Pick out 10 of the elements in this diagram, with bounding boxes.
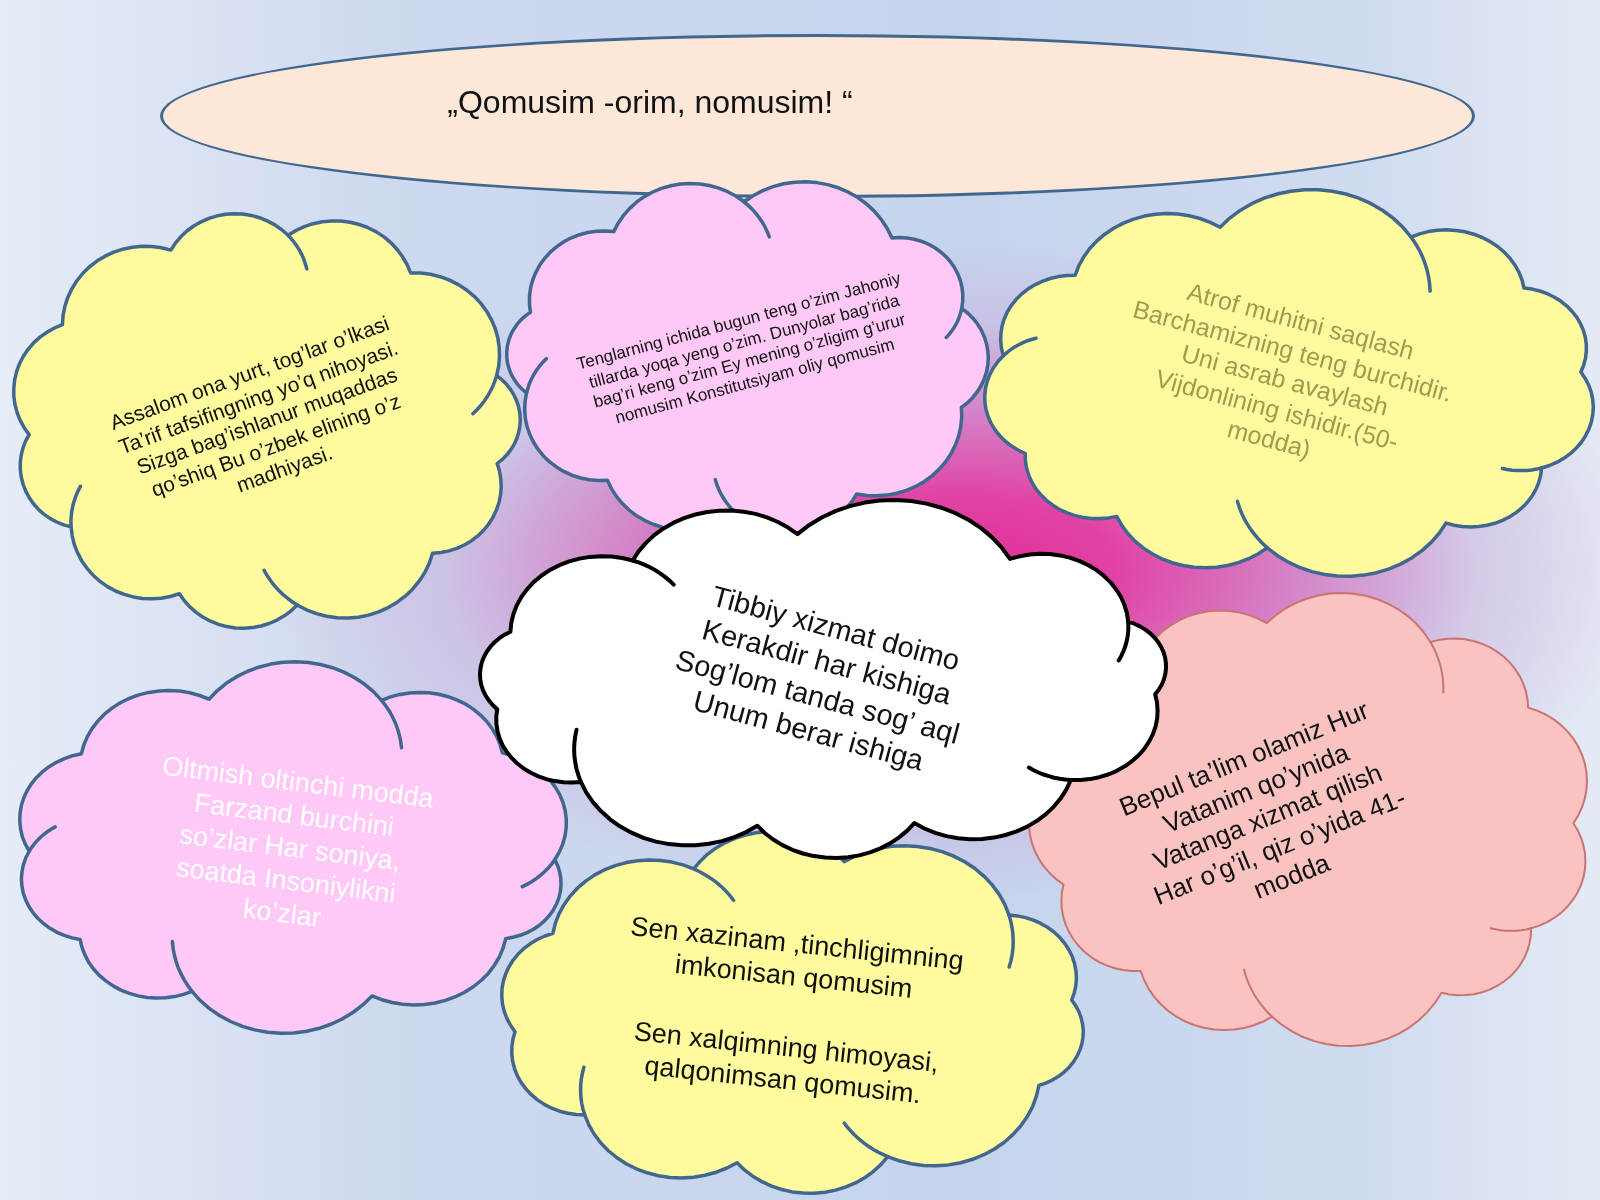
cloud	[18, 660, 568, 1035]
verse-text: Sen xalqimning himoyasi, qalqonimsan qomusim.	[631, 1014, 942, 1111]
verse-text: Sen xazinam ,tinchligimning imkonisan qomusim	[628, 910, 967, 1006]
cloud	[1028, 592, 1588, 1047]
cloud	[500, 830, 1085, 1195]
cloud	[12, 212, 522, 630]
cloud	[505, 180, 990, 535]
cloud	[983, 188, 1595, 578]
verse-text: Tibbiy xizmat doimo Kerakdir har kishiga Sog’lom tanda sog’ aql Unum berar ishiga	[671, 578, 965, 779]
title-text: „Qomusim -orim, nomusim! “	[446, 83, 854, 123]
